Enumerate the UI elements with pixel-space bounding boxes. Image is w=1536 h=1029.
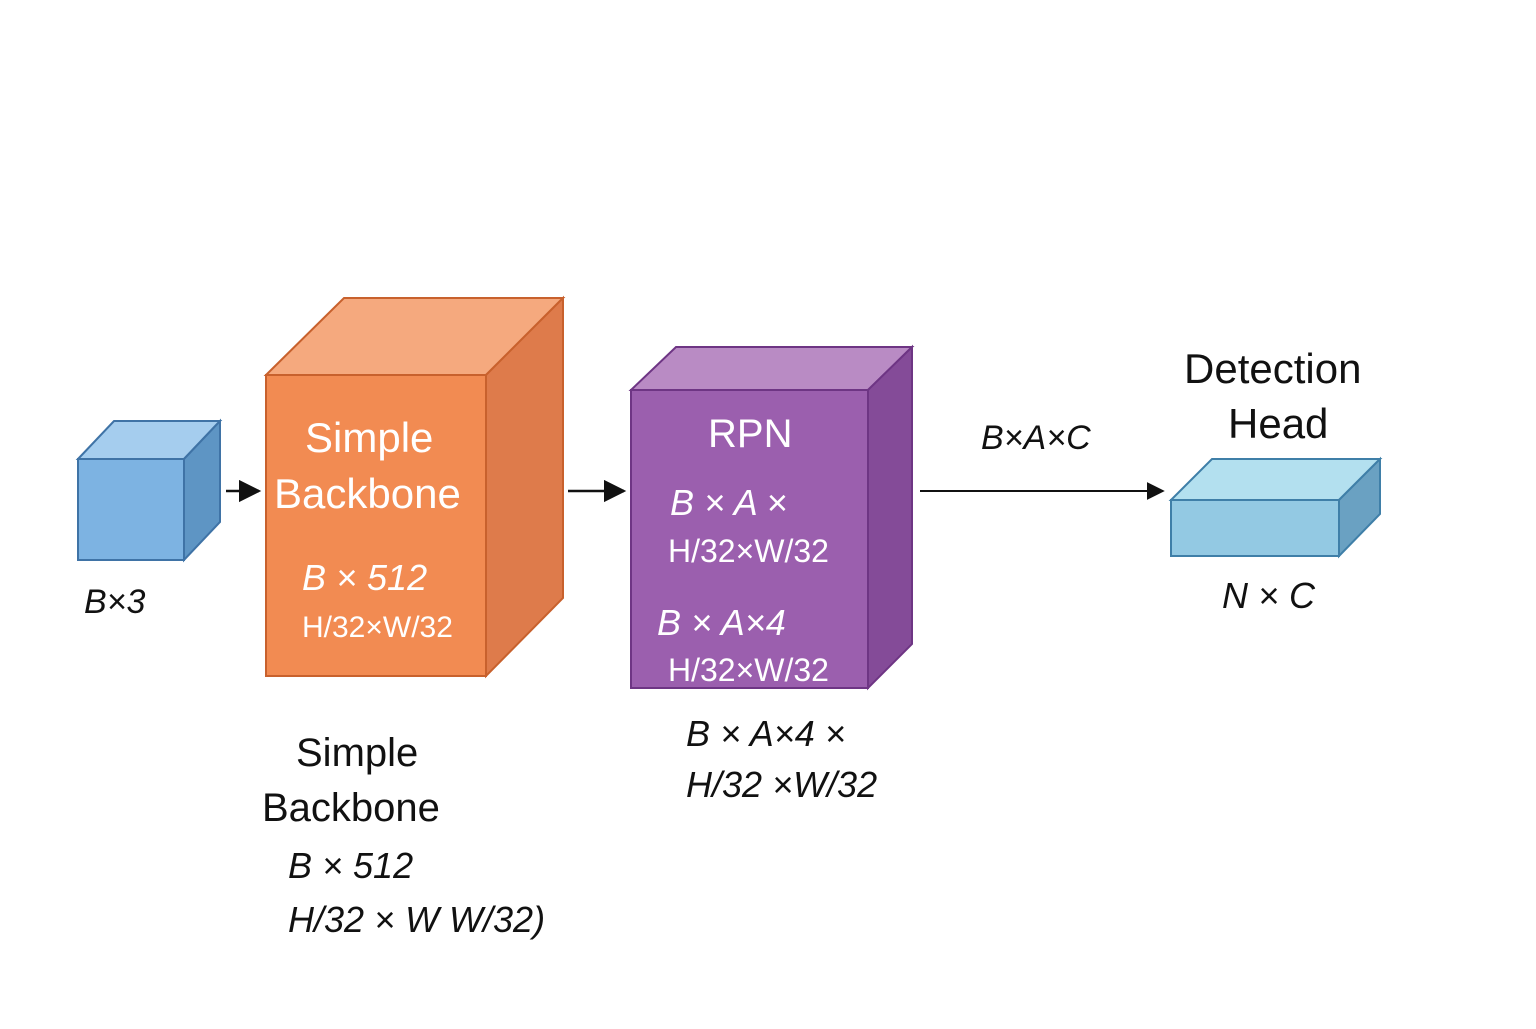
backbone-shape-line1: B × 512 — [302, 557, 428, 598]
backbone-title-line1: Simple — [305, 414, 434, 461]
backbone-caption-shape-line1: B × 512 — [288, 845, 414, 886]
head-block-front — [1170, 499, 1340, 557]
backbone-caption-title-line1: Simple — [296, 731, 419, 775]
head-title-line1: Detection — [1184, 345, 1362, 392]
backbone-shape-line2: H/32×W/32 — [302, 611, 453, 644]
rpn-block — [628, 344, 915, 691]
rpn-block-top — [628, 346, 915, 391]
rpn-caption-line1: B × A×4 × — [686, 713, 846, 754]
head-shape-label: N × C — [1222, 575, 1316, 616]
backbone-block — [263, 295, 566, 679]
input-shape-label: B×3 — [84, 583, 146, 621]
input-block — [75, 418, 223, 563]
head-block — [1168, 456, 1383, 559]
rpn-cls-line1: B × A × — [670, 482, 788, 523]
rpn-block-side — [867, 344, 913, 691]
rpn-cls-line2: H/32×W/32 — [668, 533, 829, 569]
input-block-front — [77, 458, 185, 561]
backbone-block-front — [265, 374, 487, 677]
rpn-caption-line2: H/32 ×W/32 — [686, 764, 878, 805]
backbone-caption-title-line2: Backbone — [262, 786, 440, 830]
rpn-reg-line2: H/32×W/32 — [668, 652, 829, 688]
head-title-line2: Head — [1228, 400, 1329, 447]
rpn-reg-line1: B × A×4 — [657, 602, 786, 643]
backbone-caption-shape-line2: H/32 × W W/32) — [288, 899, 546, 940]
rpn-title: RPN — [708, 412, 793, 456]
backbone-title-line2: Backbone — [274, 470, 461, 517]
rpn-to-head-arrow-label: B×A×C — [981, 419, 1091, 457]
rpn-block-front — [630, 389, 869, 689]
